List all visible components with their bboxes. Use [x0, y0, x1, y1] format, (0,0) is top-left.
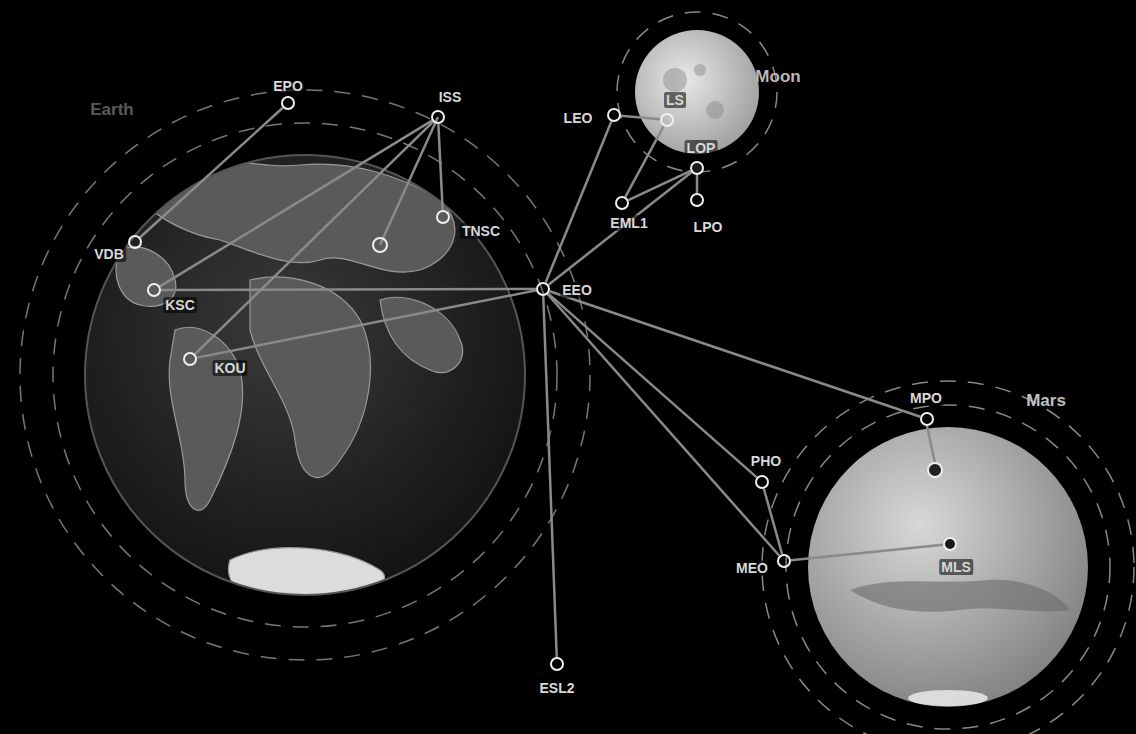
node-label: MPO — [908, 390, 944, 406]
node-label: EPO — [271, 78, 305, 94]
node-label: MEO — [734, 560, 770, 576]
node-circle — [281, 96, 295, 110]
node-label: LS — [664, 92, 686, 108]
station-node: TNSC — [436, 210, 450, 224]
node-label: EEO — [560, 282, 594, 298]
node-label: LPO — [692, 219, 725, 235]
node-circle — [436, 210, 450, 224]
station-node: LOP — [690, 161, 704, 175]
transport-link — [195, 122, 433, 354]
transport-link — [161, 289, 536, 291]
node-circle — [690, 193, 704, 207]
node-circle — [943, 537, 957, 551]
station-node: KSC — [147, 283, 161, 297]
transport-link — [140, 108, 283, 238]
mars-disk — [808, 427, 1088, 707]
node-circle — [755, 475, 769, 489]
transport-link — [549, 172, 692, 284]
body-label: Moon — [755, 67, 800, 87]
node-circle — [660, 113, 674, 127]
station-node: LPO — [690, 193, 704, 207]
site-circle — [928, 463, 942, 477]
station-node: LEO — [607, 108, 621, 122]
node-circle — [536, 282, 550, 296]
body-label: Mars — [1026, 391, 1066, 411]
node-label: KSC — [163, 297, 197, 313]
continents — [116, 157, 463, 610]
transport-link — [197, 290, 536, 357]
station-node: KOU — [183, 352, 197, 366]
link-line — [380, 117, 438, 245]
node-circle — [690, 161, 704, 175]
node-circle — [431, 110, 445, 124]
transport-link — [628, 171, 690, 200]
node-circle — [550, 657, 564, 671]
node-label: EML1 — [608, 215, 649, 231]
transport-link — [548, 294, 756, 478]
moon-disk — [635, 30, 759, 154]
station-node: VDB — [128, 235, 142, 249]
transport-link — [160, 121, 432, 287]
node-label: ESL2 — [537, 680, 576, 696]
station-node: EML1 — [615, 196, 629, 210]
orbit-ring — [762, 381, 1134, 734]
node-circle — [128, 235, 142, 249]
station-node: PHO — [755, 475, 769, 489]
station-node: ISS — [431, 110, 445, 124]
station-node: MEO — [777, 554, 791, 568]
transport-link — [543, 296, 556, 657]
node-label: ISS — [437, 89, 464, 105]
orbit-ring — [617, 12, 777, 172]
node-circle — [920, 412, 934, 426]
transport-link — [550, 291, 921, 417]
transport-link — [697, 175, 698, 193]
orbit-ring — [20, 90, 590, 660]
node-circle — [615, 196, 629, 210]
station-node: EEO — [536, 282, 550, 296]
node-label: MLS — [939, 559, 973, 575]
orbit-ring — [786, 405, 1110, 729]
station-node: MLS — [943, 537, 957, 551]
earth-disk — [85, 155, 525, 595]
station-node: EPO — [281, 96, 295, 110]
node-label: TNSC — [460, 223, 502, 239]
node-label: LEO — [562, 110, 595, 126]
transport-link — [438, 124, 442, 210]
node-label: KOU — [212, 360, 247, 376]
link-line — [927, 426, 935, 463]
station-node: ESL2 — [550, 657, 564, 671]
station-node: LS — [660, 113, 674, 127]
site-circle — [373, 238, 387, 252]
station-node: MPO — [920, 412, 934, 426]
transport-link — [621, 116, 660, 120]
node-circle — [607, 108, 621, 122]
node-label: VDB — [92, 246, 126, 262]
node-circle — [147, 283, 161, 297]
node-circle — [183, 352, 197, 366]
transport-link — [764, 489, 782, 555]
node-label: PHO — [749, 453, 783, 469]
transport-link — [791, 545, 943, 561]
transport-link — [546, 121, 612, 282]
node-label: LOP — [685, 140, 718, 156]
transport-link — [548, 294, 780, 556]
node-circle — [777, 554, 791, 568]
body-label: Earth — [90, 100, 133, 120]
